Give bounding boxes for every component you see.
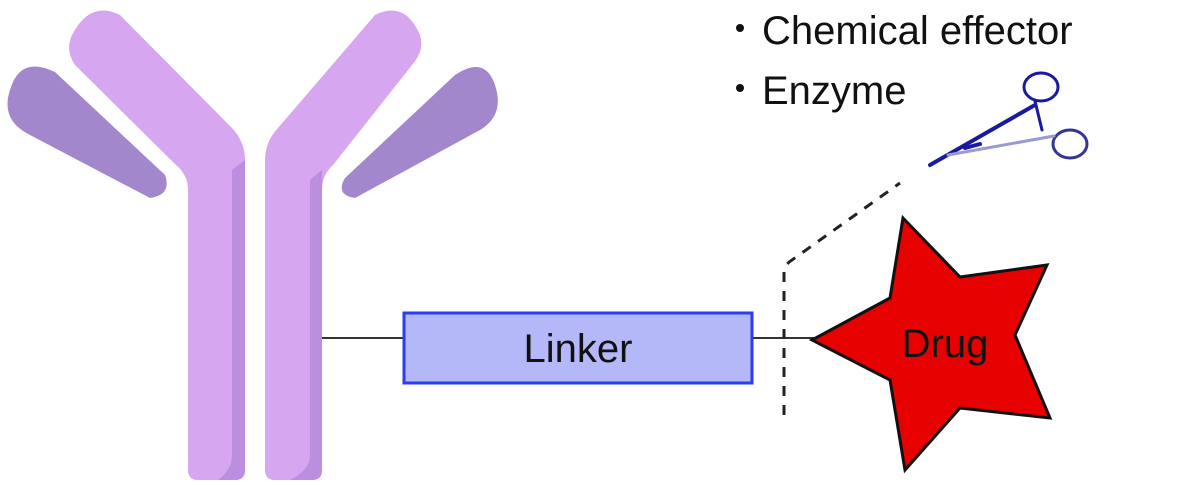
drug-star-icon [808, 214, 1053, 474]
cleavage-site-dashed-line [782, 181, 901, 415]
drug-label: Drug [902, 322, 989, 366]
left-heavy-chain [69, 10, 245, 480]
linker-label: Linker [524, 327, 633, 371]
bullet-enzyme: Enzyme [762, 69, 907, 113]
left-light-chain [7, 66, 167, 198]
antibody [7, 10, 498, 480]
right-light-chain [341, 67, 498, 198]
cleavage-agents-list: Chemical effector Enzyme [736, 9, 1073, 113]
drug: Drug [808, 214, 1053, 474]
scissors-icon [928, 71, 1089, 167]
linker: Linker [402, 311, 754, 385]
linker-box [402, 311, 754, 385]
left-heavy-chain-shade [218, 160, 245, 480]
right-heavy-chain [265, 10, 422, 480]
bullet-dot [736, 24, 744, 32]
bullet-dot [736, 84, 744, 92]
bullet-chemical-effector: Chemical effector [762, 9, 1073, 53]
right-heavy-chain-shade [290, 170, 322, 480]
